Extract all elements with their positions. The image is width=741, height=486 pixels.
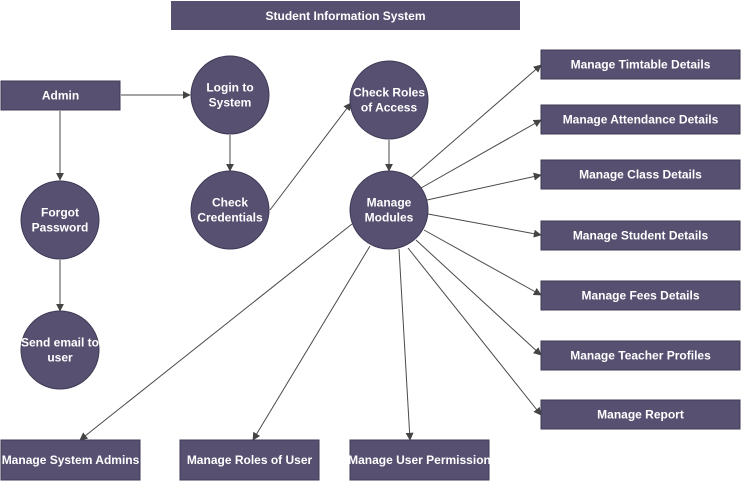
- edge-manage-modules-to-attendance: [420, 119, 542, 189]
- node-manage-modules-label: Manage: [367, 196, 412, 210]
- node-forgot-password-label: Forgot: [41, 206, 79, 220]
- node-roles-of-user-box: [179, 439, 320, 481]
- diagram-title: Student Information System: [265, 9, 425, 23]
- node-student: Manage Student Details: [540, 220, 741, 251]
- node-user-permission-label: Manage User Permission: [348, 453, 491, 467]
- edge-manage-modules-to-roles-of-user: [252, 245, 371, 441]
- node-manage-modules-label: Modules: [365, 211, 414, 225]
- node-report-box: [540, 399, 741, 430]
- node-admin-label: Admin: [42, 89, 79, 103]
- node-attendance-box: [540, 104, 741, 135]
- node-send-email-label: user: [47, 351, 73, 365]
- node-class: Manage Class Details: [540, 159, 741, 190]
- node-roles-of-user: Manage Roles of User: [179, 439, 320, 481]
- node-send-email-label: Send email to: [21, 336, 99, 350]
- edge-manage-modules-to-teacher: [415, 239, 542, 356]
- node-class-label: Manage Class Details: [579, 168, 702, 182]
- node-timetable-label: Manage Timtable Details: [571, 58, 711, 72]
- node-check-roles-circle: [349, 60, 429, 140]
- node-fees-label: Manage Fees Details: [581, 289, 699, 303]
- node-system-admins-label: Manage System Admins: [2, 453, 140, 467]
- node-user-permission-box: [349, 439, 490, 481]
- edge-manage-modules-to-student: [427, 213, 542, 238]
- node-check-roles-label: of Access: [361, 101, 418, 115]
- node-check-credentials-label: Check: [212, 196, 248, 210]
- node-class-box: [540, 159, 741, 190]
- node-timetable: Manage Timtable Details: [540, 49, 741, 80]
- node-admin: Admin: [0, 80, 121, 111]
- edge-check-credentials-to-check-roles: [269, 102, 352, 211]
- edge-manage-modules-to-fees: [423, 229, 542, 296]
- node-teacher: Manage Teacher Profiles: [540, 340, 741, 371]
- node-manage-modules-circle: [349, 170, 429, 250]
- edge-manage-modules-to-class: [426, 172, 542, 201]
- node-report-label: Manage Report: [597, 408, 684, 422]
- node-fees-box: [540, 280, 741, 311]
- edge-manage-modules-to-user-permission: [398, 248, 414, 441]
- node-login-label: System: [209, 96, 252, 110]
- node-admin-box: [0, 80, 121, 111]
- node-forgot-password-circle: [20, 180, 100, 260]
- node-login-label: Login to: [206, 81, 253, 95]
- edges: [56, 64, 542, 441]
- edge-manage-modules-to-timetable: [410, 64, 542, 179]
- node-roles-of-user-label: Manage Roles of User: [187, 453, 313, 467]
- node-system-admins-box: [0, 439, 141, 481]
- node-system-admins: Manage System Admins: [0, 439, 141, 481]
- edge-manage-modules-to-system-admins: [79, 223, 353, 441]
- node-student-box: [540, 220, 741, 251]
- node-timetable-box: [540, 49, 741, 80]
- node-check-credentials-label: Credentials: [197, 211, 263, 225]
- node-login-circle: [190, 55, 270, 135]
- node-check-roles-label: Check Roles: [353, 86, 425, 100]
- edge-manage-modules-to-report: [407, 247, 542, 416]
- node-attendance: Manage Attendance Details: [540, 104, 741, 135]
- node-attendance-label: Manage Attendance Details: [563, 113, 719, 127]
- node-forgot-password-label: Password: [32, 221, 89, 235]
- node-report: Manage Report: [540, 399, 741, 430]
- node-teacher-label: Manage Teacher Profiles: [570, 349, 711, 363]
- title-banner: Student Information System: [171, 1, 520, 30]
- node-student-label: Manage Student Details: [573, 229, 709, 243]
- node-teacher-box: [540, 340, 741, 371]
- node-send-email-circle: [20, 310, 100, 390]
- node-check-credentials-circle: [190, 170, 270, 250]
- node-fees: Manage Fees Details: [540, 280, 741, 311]
- node-user-permission: Manage User Permission: [348, 439, 491, 481]
